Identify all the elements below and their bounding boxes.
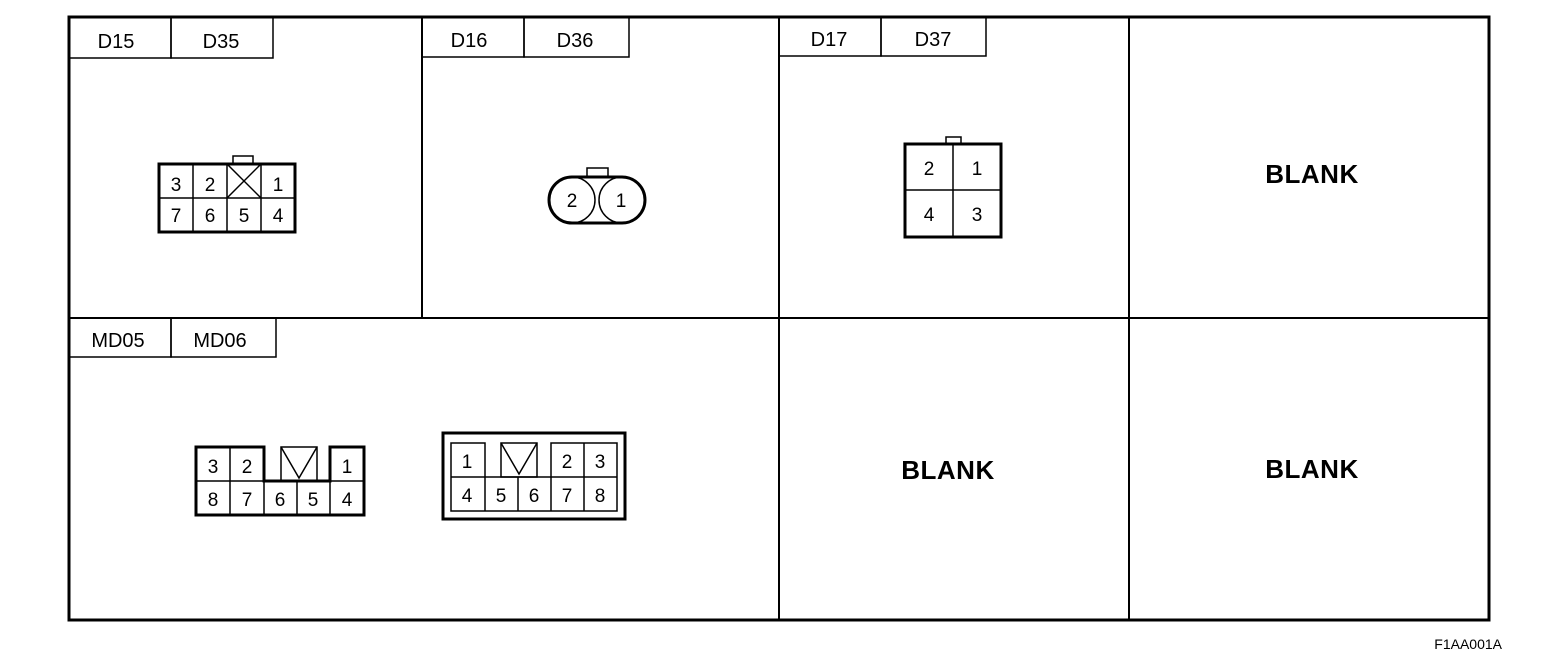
- pin-label: 3: [595, 452, 606, 473]
- pin-label: 3: [208, 457, 219, 478]
- tab-label-d17: D17: [811, 29, 848, 51]
- pin-label: 4: [273, 206, 284, 227]
- tab-label-d35: D35: [203, 31, 240, 53]
- connector-housing: [441, 431, 627, 521]
- pin-label: 4: [462, 486, 473, 507]
- pin-label: 3: [972, 205, 983, 226]
- pin-label: 1: [616, 191, 627, 212]
- tab-label-d37: D37: [915, 29, 952, 51]
- panel-d16-d36: D16 D36 2 1: [421, 16, 647, 225]
- tab-label-d16: D16: [451, 30, 488, 52]
- connector-7pin: 3 2 1 7 6 5 4: [157, 155, 297, 234]
- panel-md05-md06: MD05 MD06 3 2 1 8 7 6 5 4: [68, 317, 627, 521]
- connector-body: [194, 445, 366, 517]
- pin-label: 6: [529, 486, 540, 507]
- pin-label: 6: [275, 490, 286, 511]
- pin-label: 7: [562, 486, 573, 507]
- pin-label: 2: [205, 175, 216, 196]
- pin-label: 6: [205, 206, 216, 227]
- pin-label: 2: [562, 452, 573, 473]
- tab-d37: [880, 16, 987, 57]
- pin-label: 4: [924, 205, 935, 226]
- pin-label: 5: [308, 490, 319, 511]
- pin-label: 2: [924, 159, 935, 180]
- tab-d35: [170, 16, 274, 59]
- connector-body: [547, 175, 647, 225]
- pin-label: 8: [595, 486, 606, 507]
- pin-label: 5: [496, 486, 507, 507]
- tab-md06: [170, 317, 277, 358]
- pin-label: 3: [171, 175, 182, 196]
- pin-label: 1: [462, 452, 473, 473]
- connector-4pin: 2 1 4 3: [903, 136, 1003, 239]
- blank-label-bottom-right: BLANK: [1265, 454, 1359, 484]
- tab-d36: [523, 16, 630, 58]
- connector-8pin-male: 3 2 1 8 7 6 5 4: [194, 445, 366, 517]
- panel-d17-d37: D17 D37 2 1 4 3: [778, 16, 1003, 239]
- connector-key: [280, 446, 318, 482]
- pin-label: 4: [342, 490, 353, 511]
- blank-label-top-right: BLANK: [1265, 159, 1359, 189]
- tab-label-d36: D36: [557, 30, 594, 52]
- pin-label: 5: [239, 206, 250, 227]
- pin-label: 2: [567, 191, 578, 212]
- pin-label: 1: [342, 457, 353, 478]
- panel-d15-d35: D15 D35 3 2 1 7 6 5 4: [68, 16, 297, 234]
- pin-label: 1: [972, 159, 983, 180]
- tab-label-md06: MD06: [193, 330, 246, 352]
- pin-label: 2: [242, 457, 253, 478]
- pin-label: 1: [273, 175, 284, 196]
- pin-label: 7: [171, 206, 182, 227]
- connector-8pin-female: 1 2 3 4 5 6 7 8: [441, 431, 627, 521]
- tab-label-d15: D15: [98, 31, 135, 53]
- connector-key: [500, 442, 538, 478]
- pin-label: 7: [242, 490, 253, 511]
- blank-label-bottom-middle: BLANK: [901, 455, 995, 485]
- tab-label-md05: MD05: [91, 330, 144, 352]
- figure-code: F1AA001A: [1434, 636, 1502, 652]
- pin-label: 8: [208, 490, 219, 511]
- connector-face: [450, 442, 618, 512]
- connector-2pin: 2 1: [547, 167, 647, 225]
